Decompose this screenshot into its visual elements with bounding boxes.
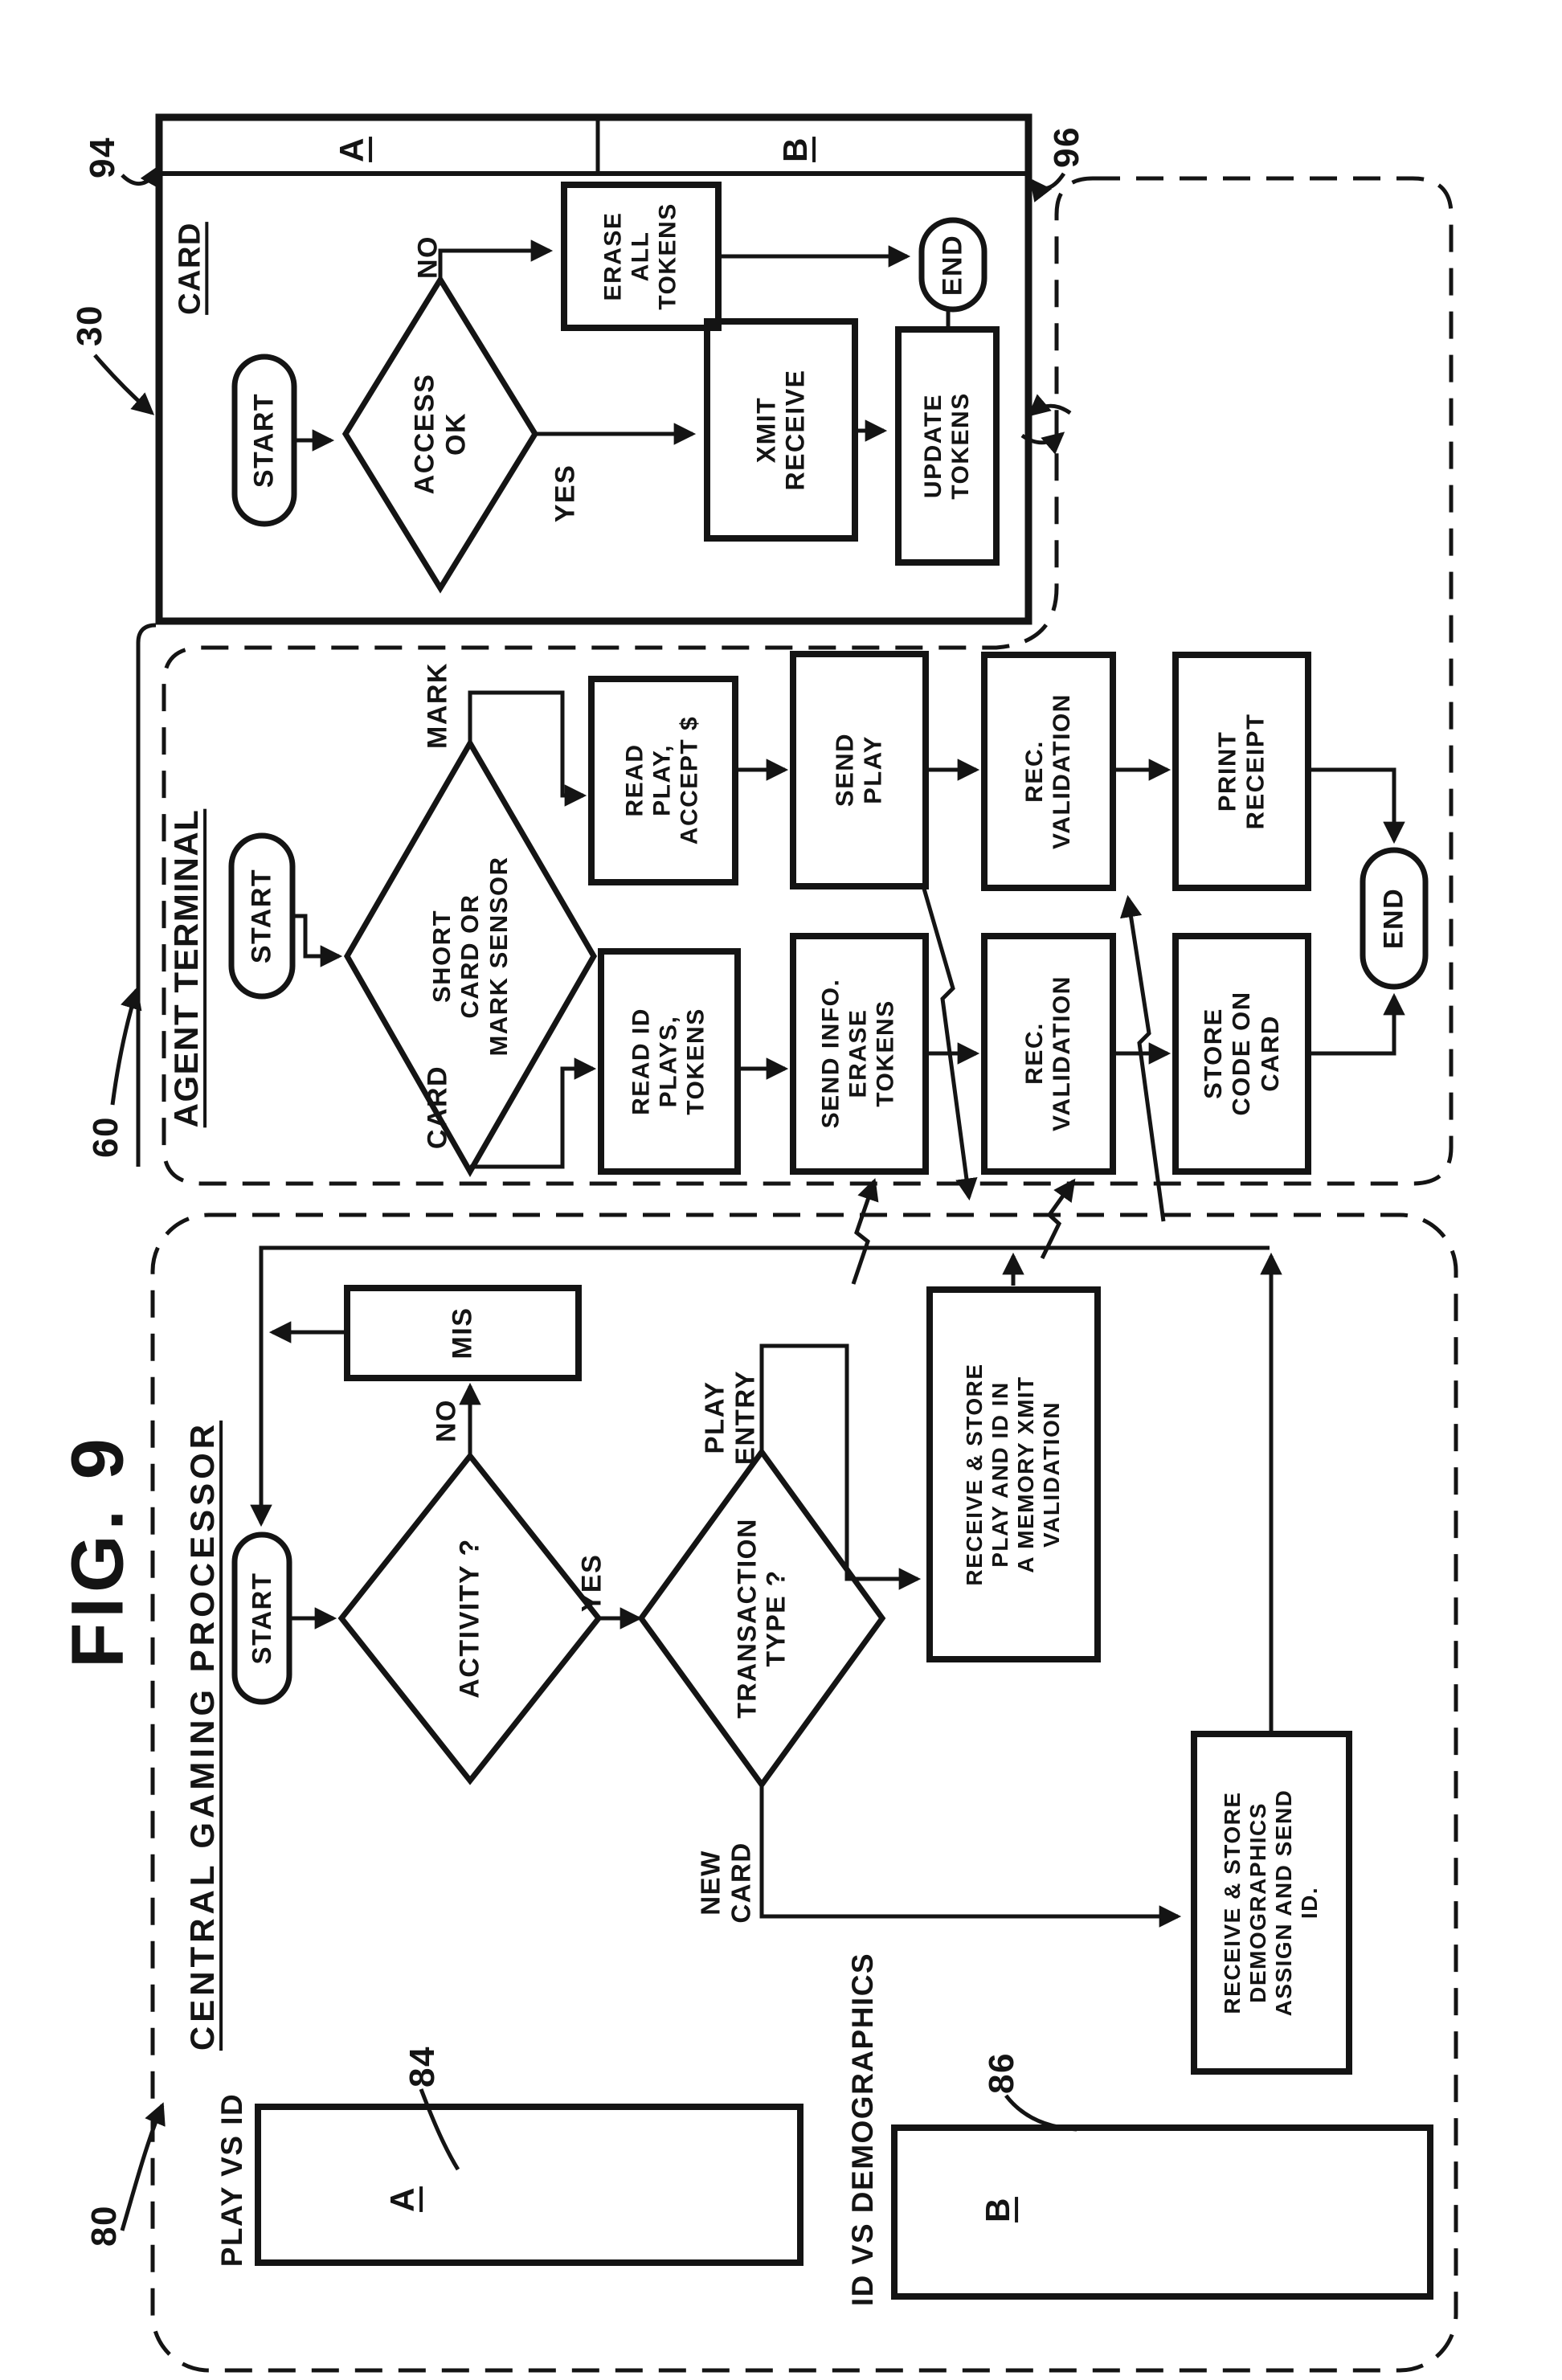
card-start-label: START xyxy=(248,392,280,489)
card-yes-label: YES xyxy=(550,464,581,523)
ref-60: 60 xyxy=(85,1116,125,1158)
processor-play-entry-connector xyxy=(759,1343,922,1590)
card-end-oval xyxy=(918,217,987,313)
terminal-bracket-line xyxy=(136,623,157,1167)
ref-80: 80 xyxy=(84,2205,124,2247)
terminal-send-info-label: SEND INFO. ERASE TOKENS xyxy=(817,978,900,1129)
terminal-card-label: CARD xyxy=(422,1065,453,1150)
terminal-rec-val-bottom-label: REC. VALIDATION xyxy=(1020,975,1075,1131)
ref-86: 86 xyxy=(981,2052,1021,2094)
radio-link-arrow xyxy=(922,888,978,1201)
card-xmit-label: XMIT RECEIVE xyxy=(751,369,810,491)
ref-84: 84 xyxy=(402,2046,442,2088)
processor-table-a-label: PLAY VS ID xyxy=(215,2092,248,2268)
card-no-connector xyxy=(438,239,554,280)
radio-link-arrow xyxy=(1119,894,1166,1222)
terminal-end-label: END xyxy=(1378,887,1409,950)
processor-section-dashed-box xyxy=(150,1212,1458,2373)
processor-table-b-label: ID VS DEMOGRAPHICS xyxy=(845,1952,879,2307)
ref-96-leader xyxy=(1029,172,1066,202)
figure-title: FIG. 9 xyxy=(56,1433,139,1668)
terminal-print-label: PRINT RECEIPT xyxy=(1212,713,1270,830)
card-terminal-link-icon xyxy=(1027,394,1072,417)
processor-receive-play-box xyxy=(926,1286,1101,1662)
processor-receive-demo-box xyxy=(1191,1731,1352,2075)
card-access-label: ACCESS OK xyxy=(409,373,471,495)
terminal-section-dashed-box xyxy=(162,176,1454,1186)
card-access-diamond xyxy=(341,274,539,594)
ref-30-leader xyxy=(93,354,155,415)
terminal-start-label: START xyxy=(246,868,277,964)
processor-activity-label: ACTIVITY ? xyxy=(454,1538,485,1699)
terminal-rec-val-top-label: REC. VALIDATION xyxy=(1020,693,1075,849)
terminal-print-to-end xyxy=(1308,767,1405,844)
processor-section-title: CENTRAL GAMING PROCESSOR xyxy=(183,1420,222,2051)
ref-30: 30 xyxy=(69,305,109,346)
terminal-mark-connector xyxy=(468,690,587,807)
processor-table-b-letter: B xyxy=(979,2197,1017,2223)
terminal-read-play-label: READ PLAY, ACCEPT $ xyxy=(621,715,704,845)
ref-94-leader xyxy=(121,164,162,190)
card-no-label: NO xyxy=(412,235,444,279)
processor-start-label: START xyxy=(247,1572,277,1665)
processor-receive-play-label: RECEIVE & STORE PLAY AND ID IN A MEMORY … xyxy=(962,1363,1064,1586)
terminal-end-oval xyxy=(1360,847,1429,990)
card-section-box xyxy=(155,113,1032,625)
ref-96: 96 xyxy=(1046,126,1086,168)
terminal-section-title: AGENT TERMINAL xyxy=(167,808,206,1128)
terminal-sensor-label: SHORT CARD OR MARK SENSOR xyxy=(427,856,513,1057)
processor-yes-label: YES xyxy=(576,1553,607,1613)
processor-new-card-label: NEW CARD xyxy=(695,1842,755,1924)
processor-new-card-connector xyxy=(759,1785,1182,1928)
processor-no-label: NO xyxy=(431,1399,462,1442)
terminal-start-connector xyxy=(292,914,343,967)
ref-80-leader xyxy=(120,2102,166,2231)
card-strip-a-label: A xyxy=(333,137,371,162)
terminal-mark-label: MARK xyxy=(422,662,453,749)
ref-84-leader xyxy=(419,2088,460,2171)
terminal-store-label: STORE CODE ON CARD xyxy=(1199,991,1284,1116)
ref-94: 94 xyxy=(82,137,122,178)
card-update-label: UPDATE TOKENS xyxy=(919,392,974,500)
card-erase-label: ERASE ALL TOKENS xyxy=(599,202,682,310)
card-end-label: END xyxy=(937,234,968,296)
terminal-sensor-diamond xyxy=(343,738,598,1178)
processor-receive-demo-label: RECEIVE & STORE DEMOGRAPHICS ASSIGN AND … xyxy=(1220,1789,1322,2017)
ref-60-leader xyxy=(110,987,142,1106)
processor-table-a-letter: A xyxy=(383,2186,422,2212)
terminal-read-id-box xyxy=(598,948,741,1175)
terminal-read-id-label: READ ID PLAYS, TOKENS xyxy=(628,1008,710,1115)
card-strip-b-label: B xyxy=(776,137,815,162)
terminal-card-connector xyxy=(470,1057,597,1169)
processor-table-a-box xyxy=(255,2104,803,2266)
processor-table-b-box xyxy=(891,2124,1433,2300)
card-terminal-link-icon xyxy=(1020,431,1065,455)
processor-mis-label: MIS xyxy=(447,1307,478,1360)
card-section-title: CARD xyxy=(173,222,207,315)
processor-play-entry-label: PLAY ENTRY xyxy=(699,1369,759,1466)
radio-link-arrow xyxy=(1040,1178,1076,1260)
processor-return-line xyxy=(250,1245,1270,1527)
ref-86-leader xyxy=(1004,2094,1077,2132)
terminal-read-play-box xyxy=(588,676,738,885)
processor-activity-diamond xyxy=(337,1451,603,1785)
terminal-store-to-end xyxy=(1308,992,1405,1056)
processor-transaction-label: TRANSACTION TYPE ? xyxy=(732,1518,791,1719)
terminal-send-play-label: SEND PLAY xyxy=(830,732,887,808)
radio-link-arrow xyxy=(851,1178,879,1285)
